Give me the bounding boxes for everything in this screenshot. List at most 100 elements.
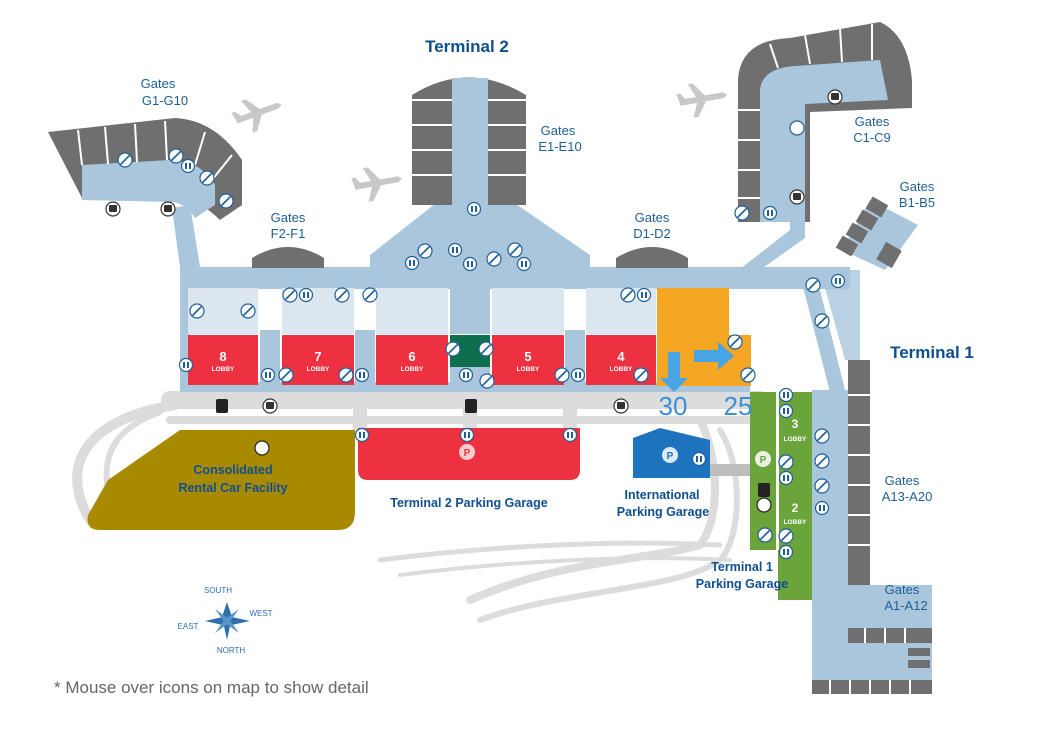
bus-glyphs <box>109 93 839 409</box>
poi-icons: P P P <box>105 89 846 560</box>
route-30-arrow <box>660 352 688 392</box>
gate-domes <box>252 247 688 268</box>
gates-g-range: G1-G10 <box>142 93 188 108</box>
compass-west: WEST <box>249 609 272 618</box>
parking-icon[interactable] <box>459 444 475 460</box>
restroom-icon[interactable] <box>636 287 652 303</box>
rental-car-label-line1: Consolidated <box>193 463 272 477</box>
compass-north: NORTH <box>217 646 246 655</box>
terminal1-parking-garage[interactable]: 3 LOBBY 2 LOBBY <box>750 392 812 600</box>
lobby-5[interactable] <box>492 335 564 385</box>
compass-east: EAST <box>178 622 199 631</box>
gates-a1-heading: Gates <box>885 582 920 597</box>
intl-garage-label-line1: International <box>624 488 699 502</box>
restroom-icon[interactable] <box>404 255 420 271</box>
gates-a13-heading: Gates <box>885 473 920 488</box>
gates-b-range: B1-B5 <box>899 195 935 210</box>
restroom-icon[interactable] <box>762 205 778 221</box>
restroom-figures <box>183 163 841 555</box>
shuttle-icon[interactable] <box>216 399 228 413</box>
restroom-icon[interactable] <box>466 201 482 217</box>
map-footnote: * Mouse over icons on map to show detail <box>54 678 369 697</box>
restroom-icon[interactable] <box>354 367 370 383</box>
gates-f-range: F2-F1 <box>271 226 306 241</box>
gates-g-building[interactable] <box>48 118 242 220</box>
lobby-5-number: 5 <box>524 349 531 364</box>
gates-e-range: E1-E10 <box>538 139 581 154</box>
route-30-label: 30 <box>659 391 688 421</box>
shuttle-icon[interactable] <box>758 483 770 497</box>
airplane-icon <box>231 99 282 133</box>
lobby-6[interactable] <box>376 335 448 385</box>
gates-f-building[interactable] <box>252 247 324 268</box>
rental-car-label-line2: Rental Car Facility <box>178 481 287 495</box>
restroom-icon[interactable] <box>778 470 794 486</box>
restroom-icon[interactable] <box>691 451 707 467</box>
restroom-icon[interactable] <box>180 158 196 174</box>
orange-zone[interactable] <box>657 288 729 386</box>
lobby-5-label: LOBBY <box>517 366 540 373</box>
lobby-2-label: LOBBY <box>784 519 807 526</box>
restroom-icon[interactable] <box>260 367 276 383</box>
rental-car-facility[interactable] <box>87 430 356 530</box>
restroom-icon[interactable] <box>354 427 370 443</box>
lobby-8-number: 8 <box>219 349 226 364</box>
t1-garage-label-line1: Terminal 1 <box>711 560 773 574</box>
restroom-icon[interactable] <box>459 427 475 443</box>
restroom-icon[interactable] <box>298 287 314 303</box>
restroom-icon[interactable] <box>178 357 194 373</box>
gates-c-heading: Gates <box>855 114 890 129</box>
restroom-icon[interactable] <box>516 256 532 272</box>
restroom-icon[interactable] <box>458 367 474 383</box>
parking-icon[interactable] <box>755 451 771 467</box>
gates-d-building[interactable] <box>616 247 688 268</box>
route-25-label: 25 <box>724 391 753 421</box>
parking-symbol-t2: P <box>464 448 471 459</box>
gates-a13-range: A13-A20 <box>882 489 933 504</box>
restroom-icon[interactable] <box>778 387 794 403</box>
dining-icon[interactable] <box>789 120 805 136</box>
restroom-icon[interactable] <box>462 256 478 272</box>
restroom-icon[interactable] <box>778 403 794 419</box>
lobby-7-number: 7 <box>314 349 321 364</box>
lobby-4-number: 4 <box>617 349 625 364</box>
parking-symbol-t1: P <box>760 455 767 466</box>
gates-a-building[interactable] <box>812 360 932 694</box>
lobby-7-label: LOBBY <box>307 366 330 373</box>
gates-e-building[interactable] <box>412 77 526 209</box>
restroom-icon[interactable] <box>562 427 578 443</box>
airplane-icon <box>676 83 728 118</box>
lobby-6-number: 6 <box>408 349 415 364</box>
shuttle-icon[interactable] <box>756 497 772 513</box>
route-25-arrow <box>694 342 734 370</box>
rental-shuttle-icon[interactable] <box>254 440 270 456</box>
lobby-8[interactable] <box>188 335 258 385</box>
shuttle-icon[interactable] <box>465 399 477 413</box>
restroom-icon[interactable] <box>570 367 586 383</box>
t1-garage-label-line2: Parking Garage <box>696 577 788 591</box>
gates-f-heading: Gates <box>271 210 306 225</box>
restroom-icon[interactable] <box>778 544 794 560</box>
utensil-marks <box>120 151 827 541</box>
terminal-1-title: Terminal 1 <box>890 343 974 362</box>
restroom-icon[interactable] <box>447 242 463 258</box>
terminal2-garage-label: Terminal 2 Parking Garage <box>390 496 548 510</box>
gates-e-heading: Gates <box>541 123 576 138</box>
route-arrows <box>660 342 734 392</box>
gates-b-building[interactable] <box>835 196 918 270</box>
restroom-icon[interactable] <box>814 500 830 516</box>
airplane-icon <box>351 167 403 202</box>
lobby-3-number: 3 <box>792 417 799 431</box>
lobby-4-label: LOBBY <box>610 366 633 373</box>
parking-icon[interactable] <box>662 447 678 463</box>
gates-c-range: C1-C9 <box>853 130 891 145</box>
compass-south: SOUTH <box>204 586 232 595</box>
compass-rose: SOUTH NORTH EAST WEST <box>178 586 273 655</box>
gates-b-heading: Gates <box>900 179 935 194</box>
parking-symbol-intl: P <box>667 451 674 462</box>
gates-c-building[interactable] <box>738 22 912 222</box>
intl-garage-label-line2: Parking Garage <box>617 505 709 519</box>
restroom-icon[interactable] <box>830 273 846 289</box>
lobby-8-label: LOBBY <box>212 366 235 373</box>
